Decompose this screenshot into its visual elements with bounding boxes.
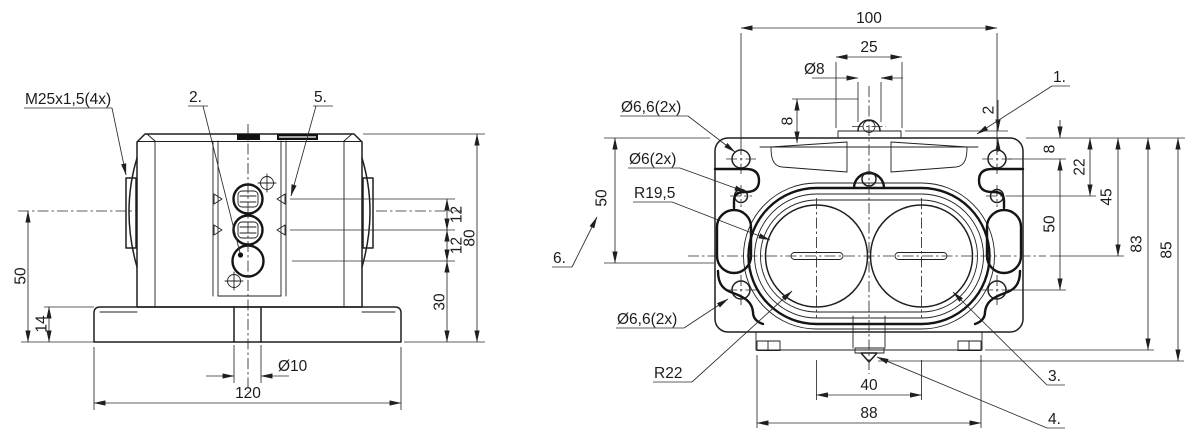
index-arrow: [213, 224, 223, 236]
dim-25: 25: [860, 39, 877, 56]
index-arrow: [213, 193, 223, 205]
flex-cutout-left: [713, 167, 765, 326]
dim-22: 22: [1071, 158, 1088, 175]
gland-flange-right: [362, 177, 374, 249]
screw-mark-upper: [257, 173, 277, 193]
label-hole-small: Ø6(2x): [629, 151, 676, 168]
pocket-left: [770, 141, 848, 173]
dim-85: 85: [1158, 241, 1175, 258]
dim-o8: Ø8: [804, 61, 825, 78]
label-radius-bore: R19,5: [634, 185, 675, 202]
label-hole-bottom: Ø6,6(2x): [617, 311, 677, 328]
index-arrow: [276, 193, 286, 205]
screw-mark-lower: [224, 271, 244, 291]
dim-100: 100: [856, 10, 882, 27]
drain-marker: [860, 352, 878, 363]
dim-83: 83: [1128, 235, 1145, 252]
dim-80: 80: [461, 229, 478, 247]
label-ref-2: 2.: [189, 89, 202, 106]
pocket-right: [890, 141, 968, 173]
gland-dome-right: [361, 157, 371, 268]
gland-dome-left: [128, 157, 138, 268]
index-arrow: [276, 224, 286, 236]
dim-40: 40: [860, 377, 878, 394]
dim-45: 45: [1098, 188, 1115, 205]
dim-120: 120: [235, 385, 261, 402]
dim-88: 88: [860, 405, 877, 422]
dim-12-lower: 12: [448, 237, 465, 254]
dim-hole-o10: Ø10: [278, 358, 308, 375]
label-ref-5: 5.: [314, 89, 327, 106]
dim-50-left: 50: [593, 189, 610, 207]
dim-2: 2: [980, 106, 997, 115]
dim-8-left: 8: [779, 117, 796, 126]
label-ref-1: 1.: [1053, 69, 1066, 86]
leader-dot: [237, 252, 244, 258]
gland-flange-left: [125, 177, 137, 249]
label-radius-boss: R22: [654, 365, 682, 382]
dim-12-upper: 12: [448, 206, 465, 223]
label-hole-top: Ø6,6(2x): [621, 99, 681, 116]
label-thread-m25: M25x1,5(4x): [25, 91, 111, 108]
label-ref-3: 3.: [1048, 368, 1061, 385]
mounting-foot: [93, 306, 402, 343]
top-slot-dark: [237, 134, 260, 140]
dim-50-front: 50: [12, 267, 29, 285]
dim-8-right: 8: [1041, 145, 1058, 154]
label-ref-6: 6.: [553, 250, 566, 267]
front-view: 12 12 80 30 50 14 120 Ø10 M25x1,5(4x) 2.…: [12, 89, 485, 410]
top-pad: [837, 130, 902, 139]
flex-cutout-right: [973, 167, 1025, 326]
base-plate-outline: [714, 137, 1024, 333]
label-ref-4: 4.: [1048, 411, 1061, 428]
dim-30: 30: [431, 293, 448, 311]
dim-14: 14: [33, 315, 50, 333]
housing-body-outline: [136, 133, 363, 308]
dim-50-right: 50: [1041, 215, 1058, 233]
top-view: 100 25 Ø8 8 2 8 22 45 50 83 85 50 40 88 …: [552, 10, 1185, 429]
